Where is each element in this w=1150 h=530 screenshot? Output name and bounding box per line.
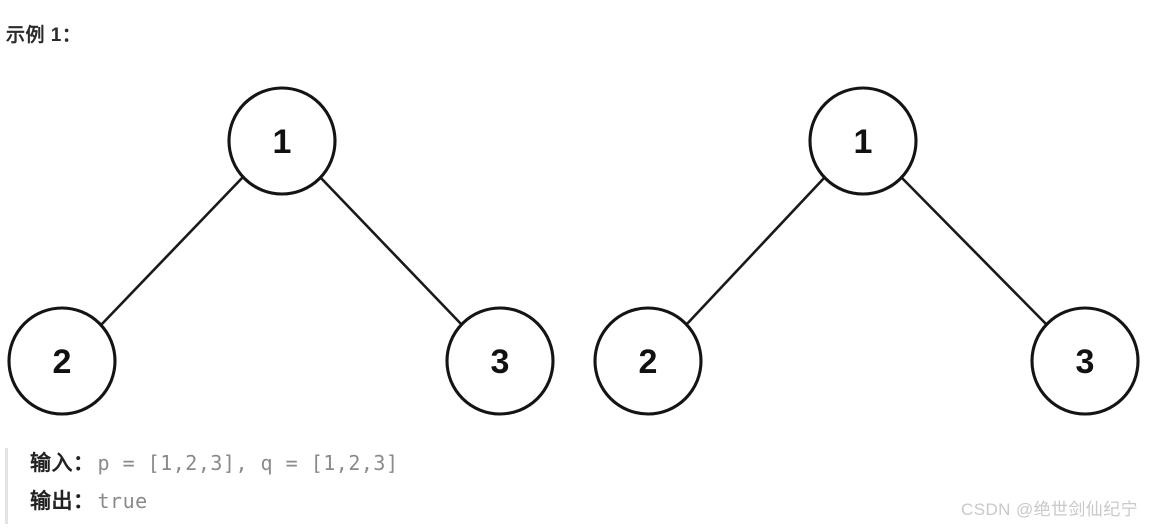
- tree-node-circle: [808, 86, 918, 196]
- right-tree: 1 2 3: [593, 86, 1140, 416]
- tree-node-label: 2: [53, 343, 72, 381]
- tree-node: 3: [1030, 306, 1140, 416]
- tree-node: 2: [593, 306, 703, 416]
- input-label: 输入：: [30, 452, 95, 475]
- tree-node: 1: [808, 86, 918, 196]
- watermark: CSDN @绝世剑仙纪宁: [961, 500, 1138, 519]
- output-value: true: [97, 489, 148, 513]
- tree-node: 3: [445, 306, 555, 416]
- tree-node-label: 1: [854, 123, 873, 161]
- output-label: 输出：: [30, 490, 95, 513]
- tree-edge-root-left: [684, 175, 827, 327]
- tree-node: 2: [7, 306, 117, 416]
- input-value: p = [1,2,3], q = [1,2,3]: [97, 451, 399, 475]
- tree-node-circle: [227, 86, 337, 196]
- left-tree: 1 2 3: [7, 86, 555, 416]
- tree-node-label: 3: [1076, 343, 1095, 381]
- tree-node-circle: [445, 306, 555, 416]
- binary-trees-figure: 1 2 3 1 2 3: [0, 60, 1150, 435]
- tree-edge-root-left: [99, 175, 245, 327]
- tree-node-circle: [593, 306, 703, 416]
- input-line: 输入：p = [1,2,3], q = [1,2,3]: [30, 444, 640, 482]
- tree-edge-root-right: [899, 175, 1049, 327]
- tree-node-circle: [7, 306, 117, 416]
- tree-node-label: 2: [639, 343, 658, 381]
- io-block: 输入：p = [1,2,3], q = [1,2,3] 输出：true: [0, 444, 640, 520]
- output-line: 输出：true: [30, 482, 640, 520]
- tree-node-circle: [1030, 306, 1140, 416]
- tree-edge-root-right: [318, 175, 464, 327]
- page-title: 示例 1：: [6, 25, 82, 46]
- tree-node: 1: [227, 86, 337, 196]
- tree-node-label: 3: [491, 343, 510, 381]
- quote-rule: [5, 448, 8, 524]
- tree-node-label: 1: [273, 123, 292, 161]
- trees-svg: 1 2 3 1 2 3: [7, 86, 1140, 416]
